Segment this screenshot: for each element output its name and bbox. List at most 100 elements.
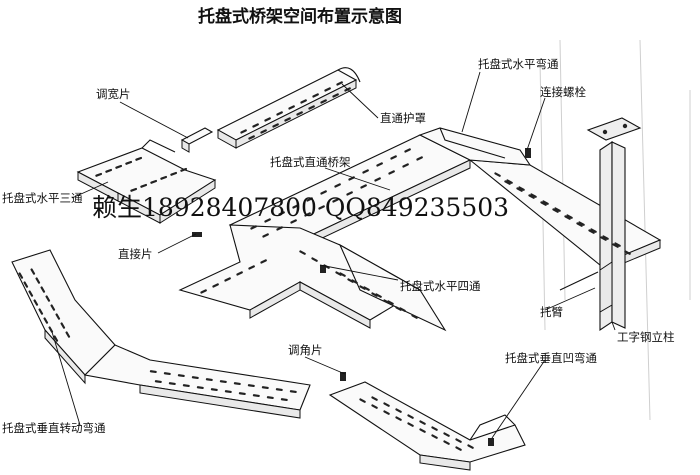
slot-hole (332, 93, 339, 98)
slot-hole (346, 191, 353, 196)
slot-hole (371, 404, 378, 409)
slot-hole (236, 271, 243, 276)
label-horizontal-tee: 托盘式水平三通 (2, 191, 83, 205)
slot-hole (306, 197, 313, 202)
slot-hole (383, 299, 390, 304)
slot-hole (276, 111, 283, 116)
slot-hole (224, 277, 231, 282)
slot-hole (219, 380, 227, 384)
slot-hole (518, 186, 525, 191)
slot-hole (320, 190, 327, 195)
slot-hole (376, 162, 383, 167)
label-straight-connector: 直接片 (118, 247, 153, 261)
slot-hole (612, 243, 619, 248)
label-horizontal-bend: 托盘式水平弯通 (478, 57, 559, 71)
slot-hole (363, 286, 370, 291)
slot-hole (149, 370, 157, 374)
slot-hole (212, 283, 219, 288)
slot-hole (359, 398, 366, 403)
slot-hole (542, 200, 549, 205)
ventilation-slots (18, 81, 631, 451)
slot-hole (23, 281, 29, 288)
slot-hole (540, 201, 547, 206)
slot-hole (28, 290, 34, 297)
slot-hole (360, 184, 367, 189)
slot-hole (419, 420, 426, 425)
slot-hole (125, 160, 133, 165)
slot-hole (395, 408, 402, 413)
slot-hole (312, 93, 319, 98)
slot-hole (388, 170, 395, 175)
slot-hole (60, 322, 66, 329)
slot-hole (296, 111, 303, 116)
slot-hole (250, 225, 257, 230)
slot-hole (43, 317, 49, 324)
slot-hole (554, 207, 561, 212)
slot-hole (252, 123, 259, 128)
label-connection-bolt: 连接螺栓 (540, 85, 586, 99)
slot-hole (324, 87, 331, 92)
slot-hole (395, 416, 402, 421)
slot-hole (65, 331, 71, 338)
slot-hole (105, 168, 113, 173)
slot-hole (130, 187, 138, 192)
slot-hole (455, 438, 462, 443)
slot-hole (260, 129, 267, 134)
slot-hole (455, 446, 462, 451)
slot-hole (266, 396, 274, 400)
slot-hole (261, 386, 269, 390)
slot-hole (402, 163, 409, 168)
slot-hole (35, 277, 41, 284)
slot-hole (419, 428, 426, 433)
slot-hole (248, 265, 255, 270)
slot-hole (154, 380, 162, 384)
slot-hole (371, 292, 378, 297)
label-vertical-turn-bend: 托盘式垂直转动弯通 (2, 421, 106, 435)
slot-hole (362, 169, 369, 174)
slot-hole (260, 259, 267, 264)
slot-hole (600, 236, 607, 241)
slot-hole (95, 172, 103, 177)
slot-hole (390, 155, 397, 160)
slot-hole (416, 156, 423, 161)
slot-hole (395, 306, 402, 311)
slot-hole (576, 222, 583, 227)
slot-hole (210, 388, 218, 392)
slot-hole (272, 123, 279, 128)
slot-hole (566, 214, 573, 219)
slot-hole (40, 286, 46, 293)
slot-hole (276, 226, 283, 231)
slot-hole (311, 257, 318, 262)
slot-hole (588, 229, 595, 234)
horizontal-cross-fitting (178, 224, 447, 332)
slot-hole (33, 299, 39, 306)
slot-hole (411, 314, 418, 319)
slot-hole (339, 272, 346, 277)
slot-hole (233, 382, 241, 386)
label-support-bracket: 托臂 (540, 305, 563, 319)
slot-hole (180, 167, 188, 172)
contact-watermark: 赖生18928407800 QQ849235503 (92, 193, 509, 222)
slot-hole (467, 444, 474, 449)
vertical-inner-bend (328, 381, 526, 471)
slot-hole (359, 285, 366, 290)
support-bracket (559, 261, 613, 313)
slot-hole (431, 426, 438, 431)
slot-hole (308, 105, 315, 110)
slot-hole (530, 193, 537, 198)
slot-hole (248, 135, 255, 140)
slot-hole (371, 396, 378, 401)
slot-hole (318, 205, 325, 210)
slot-hole (247, 384, 255, 388)
label-angle-plate: 调角片 (288, 343, 323, 357)
slot-hole (624, 250, 631, 255)
slot-hole (351, 279, 358, 284)
slot-hole (238, 392, 246, 396)
slot-hole (280, 398, 288, 402)
leader-lines (51, 71, 616, 439)
slot-hole (399, 307, 406, 312)
slot-hole (140, 183, 148, 188)
slot-hole (320, 99, 327, 104)
slot-hole (264, 218, 271, 223)
slot-hole (590, 228, 597, 233)
